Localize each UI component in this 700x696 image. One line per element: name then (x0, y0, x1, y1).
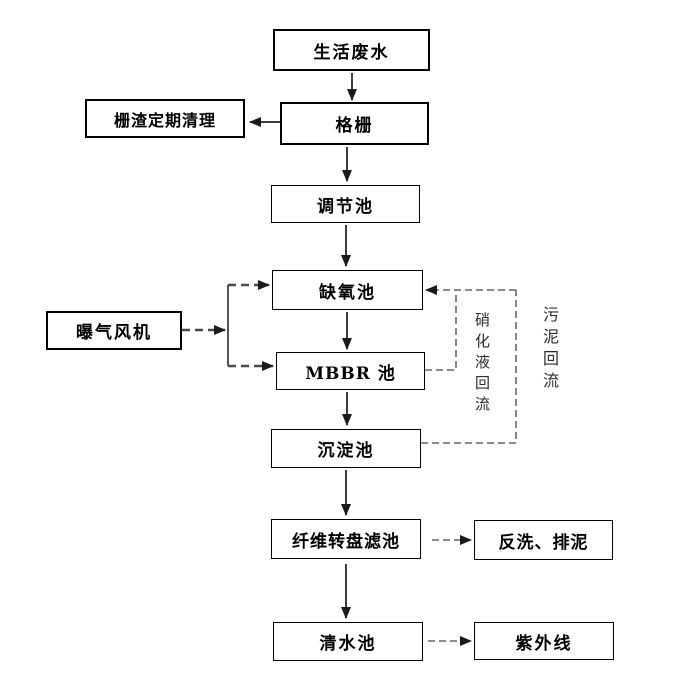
node-mbbr-tank: MBBR 池 (276, 352, 425, 390)
recycle-lines (421, 285, 517, 646)
node-fiber-disc-filter: 纤维转盘滤池 (271, 519, 421, 559)
label-sludge-return: 污泥回流 (540, 306, 559, 394)
node-domestic-wastewater: 生活废水 (273, 29, 430, 71)
node-bar-screen: 格栅 (280, 102, 429, 145)
air-supply-lines (182, 280, 274, 371)
node-clear-water-tank: 清水池 (273, 622, 423, 661)
node-uv-disinfection: 紫外线 (474, 622, 614, 660)
label-nitrified-liquor-return: 硝化液回流 (473, 312, 491, 417)
node-screen-residue-cleaning: 栅渣定期清理 (85, 99, 245, 138)
node-backwash-sludge-discharge: 反洗、排泥 (474, 520, 613, 560)
main-flow-arrows (249, 73, 357, 619)
node-aeration-blower: 曝气风机 (46, 311, 182, 350)
node-anoxic-tank: 缺氧池 (272, 270, 423, 310)
node-regulating-tank: 调节池 (271, 185, 420, 223)
node-sedimentation-tank: 沉淀池 (271, 429, 421, 468)
